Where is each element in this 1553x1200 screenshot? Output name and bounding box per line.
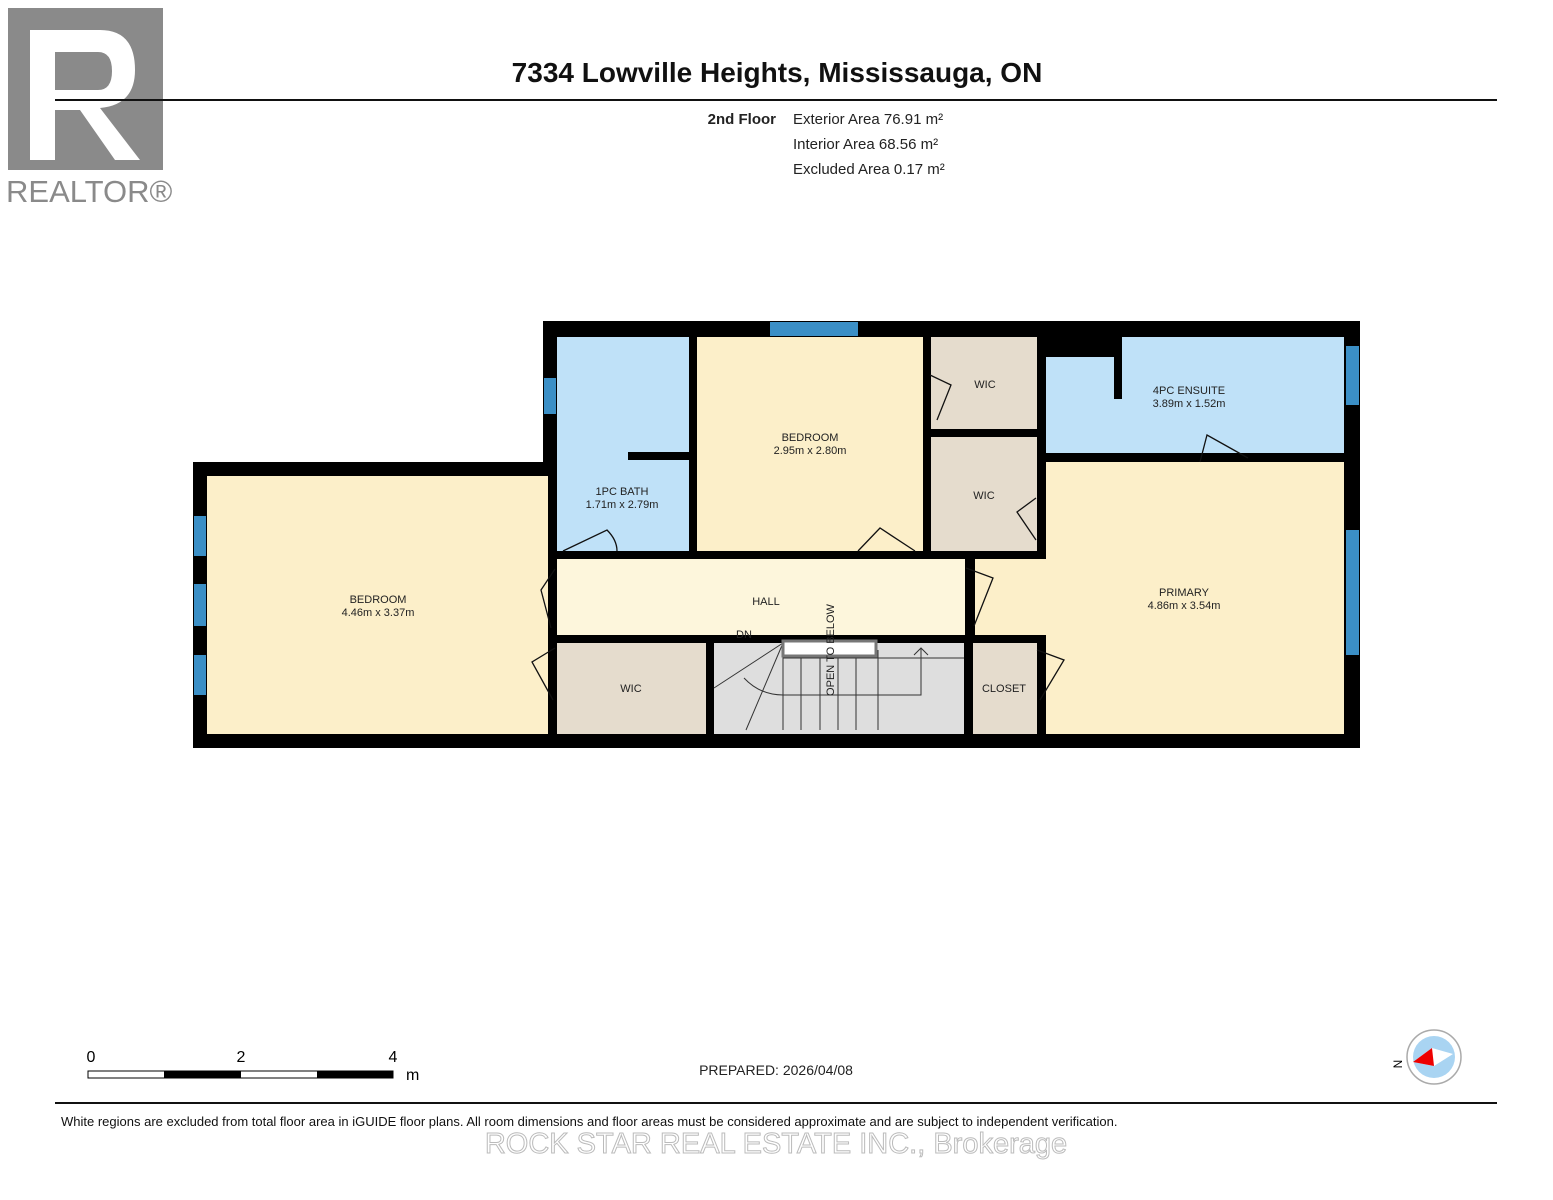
windows: [194, 322, 1359, 695]
scale-unit: m: [406, 1067, 419, 1084]
primary-name: PRIMARY: [1159, 587, 1210, 599]
scale-tick-4: 4: [389, 1049, 398, 1066]
ensuite-wall-notch: [1046, 337, 1122, 357]
ensuite-wall-stub: [1114, 337, 1122, 399]
exterior-area: Exterior Area 76.91 m²: [793, 111, 943, 128]
realtor-logo-text: REALTOR®: [6, 174, 173, 209]
stair-treads: [713, 642, 964, 731]
floor-plan: [193, 321, 1360, 748]
open-to-below-rail: [781, 639, 878, 658]
prepared-date: PREPARED: 2026/04/08: [699, 1062, 853, 1078]
page-title: 7334 Lowville Heights, Mississauga, ON: [512, 57, 1043, 88]
scale-tick-2: 2: [237, 1049, 246, 1066]
scale-bar: 0 2 4 m: [87, 1049, 420, 1084]
wic-mid-name: WIC: [973, 490, 994, 502]
bath-partition-wall: [628, 452, 690, 460]
stairs-down-label: DN: [736, 629, 752, 641]
room-1pc-bath: [557, 337, 689, 551]
wic-bottom-name: WIC: [620, 683, 641, 695]
room-bedroom-1: [207, 476, 548, 734]
open-to-below-label: OPEN TO BELOW: [825, 603, 837, 696]
disclaimer: White regions are excluded from total fl…: [61, 1114, 1117, 1129]
closet-name: CLOSET: [982, 683, 1026, 695]
primary-entry: [975, 559, 1050, 635]
room-wic-bottom: [557, 643, 706, 734]
realtor-logo: REALTOR®: [6, 8, 173, 209]
primary-dims: 4.86m x 3.54m: [1148, 600, 1221, 612]
scale-tick-0: 0: [87, 1049, 96, 1066]
interior-area: Interior Area 68.56 m²: [793, 136, 938, 153]
bedroom1-name: BEDROOM: [350, 594, 407, 606]
compass-north-label: N: [1391, 1060, 1405, 1069]
room-hall: [557, 559, 965, 635]
door-swings[interactable]: [531, 374, 1249, 701]
ensuite-name: 4PC ENSUITE: [1153, 385, 1225, 397]
room-primary: [1046, 462, 1344, 734]
bath-name: 1PC BATH: [596, 486, 649, 498]
brokerage-watermark: ROCK STAR REAL ESTATE INC., Brokerage: [485, 1128, 1067, 1160]
compass-icon: N: [1391, 1029, 1462, 1085]
room-closet: [973, 643, 1037, 734]
floor-name: 2nd Floor: [708, 111, 776, 128]
bath-dims: 1.71m x 2.79m: [586, 499, 659, 511]
wic-top-name: WIC: [974, 379, 995, 391]
excluded-area: Excluded Area 0.17 m²: [793, 161, 945, 178]
room-wic-top: [931, 337, 1037, 429]
room-bedroom-2: [697, 337, 923, 551]
hall-name: HALL: [752, 596, 780, 608]
ensuite-dims: 3.89m x 1.52m: [1153, 398, 1226, 410]
bedroom1-dims: 4.46m x 3.37m: [342, 607, 415, 619]
bedroom2-dims: 2.95m x 2.80m: [774, 445, 847, 457]
room-wic-middle: [931, 437, 1037, 551]
bedroom2-name: BEDROOM: [782, 432, 839, 444]
